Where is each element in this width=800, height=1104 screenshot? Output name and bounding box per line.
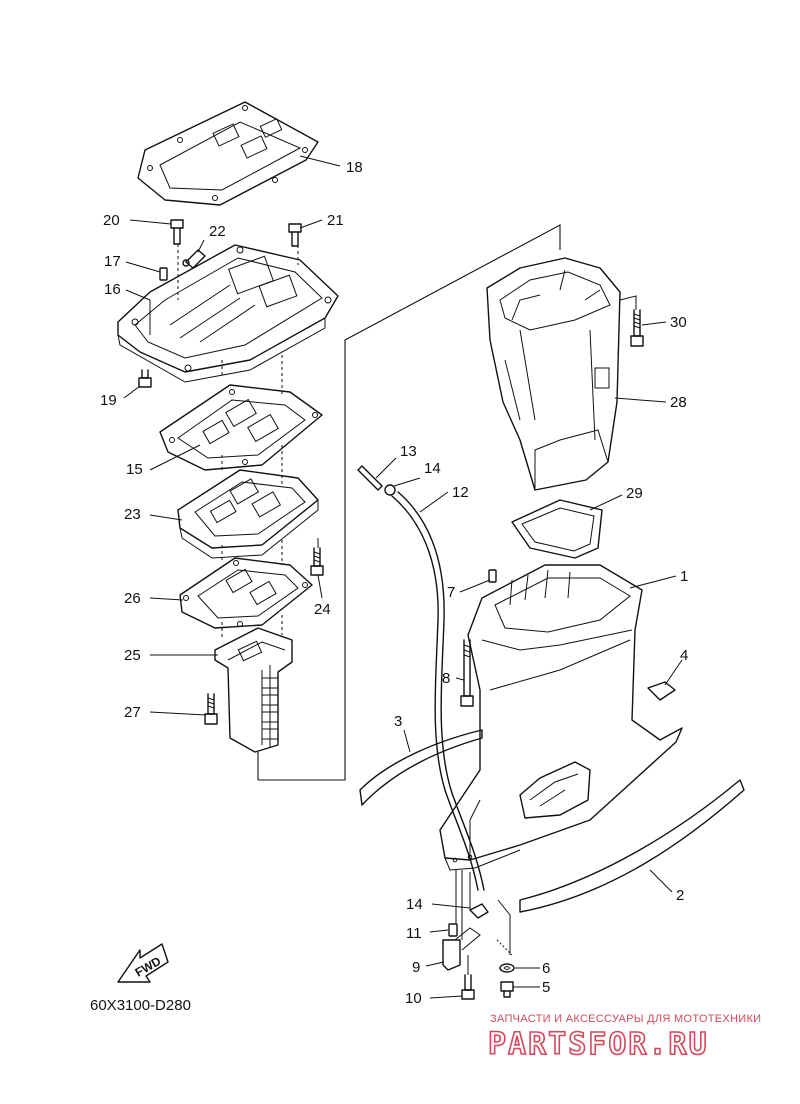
part-25-muffler[interactable] xyxy=(214,627,293,753)
callout-4: 4 xyxy=(680,647,688,664)
part-1-lower-casing[interactable] xyxy=(439,564,683,871)
part-6-washer[interactable] xyxy=(499,963,515,973)
callout-2: 2 xyxy=(676,887,684,904)
callout-3: 3 xyxy=(394,713,402,730)
callout-27: 27 xyxy=(124,704,141,721)
part-27-bolt[interactable] xyxy=(204,693,218,725)
callout-22: 22 xyxy=(209,223,226,240)
callout-11: 11 xyxy=(406,925,422,942)
callout-30: 30 xyxy=(670,314,687,331)
assembly-guide-lines xyxy=(177,224,637,975)
leader-lines xyxy=(123,155,683,999)
fwd-label: FWD xyxy=(133,954,164,980)
part-21-bolt[interactable] xyxy=(288,223,302,247)
fwd-arrow-icon: FWD xyxy=(117,943,169,983)
callout-28: 28 xyxy=(670,394,687,411)
callout-16: 16 xyxy=(104,281,121,298)
part-22-fitting[interactable] xyxy=(182,249,206,269)
part-13-water-joint[interactable] xyxy=(357,465,383,491)
callout-25: 25 xyxy=(124,647,141,664)
callout-23: 23 xyxy=(124,506,141,523)
diagram-code: 60X3100-D280 xyxy=(90,997,191,1014)
part-4-grommet[interactable] xyxy=(647,681,676,701)
part-16-exhaust-guide[interactable] xyxy=(117,244,339,383)
part-14-clip-upper[interactable] xyxy=(384,484,396,496)
part-19-bolt[interactable] xyxy=(138,369,152,388)
callout-9: 9 xyxy=(412,959,420,976)
part-5-screw[interactable] xyxy=(500,981,514,998)
part-24-bolt[interactable] xyxy=(310,547,324,576)
callout-8: 8 xyxy=(442,670,450,687)
part-29-seal[interactable] xyxy=(511,499,603,559)
callout-18: 18 xyxy=(346,159,363,176)
callout-17: 17 xyxy=(104,253,121,270)
part-7-dowel-pin[interactable] xyxy=(488,569,497,583)
callout-7: 7 xyxy=(447,584,455,601)
callout-15: 15 xyxy=(126,461,143,478)
watermark-tagline: ЗАПЧАСТИ И АКСЕССУАРЫ ДЛЯ МОТОТЕХНИКИ xyxy=(490,1013,761,1025)
watermark-brand: PARTSFOR.RU xyxy=(488,1027,709,1062)
part-10-bolt[interactable] xyxy=(461,974,475,1000)
callout-14-upper: 14 xyxy=(424,460,441,477)
part-26-gasket[interactable] xyxy=(179,557,313,629)
callout-19: 19 xyxy=(100,392,117,409)
callout-21: 21 xyxy=(327,212,344,229)
callout-10: 10 xyxy=(405,990,422,1007)
part-18-gasket[interactable] xyxy=(137,101,319,206)
callout-6: 6 xyxy=(542,960,550,977)
callout-labels: 18 20 22 21 17 16 19 15 23 26 24 25 27 3… xyxy=(100,159,688,1007)
part-12-water-tube[interactable] xyxy=(391,491,485,891)
callout-5: 5 xyxy=(542,979,550,996)
part-14-clip-lower[interactable] xyxy=(469,903,489,919)
part-11-pin[interactable] xyxy=(448,923,458,937)
callout-24: 24 xyxy=(314,601,331,618)
part-17-dowel-pin[interactable] xyxy=(159,267,168,281)
part-23-mounting-plate[interactable] xyxy=(177,469,319,559)
watermark: ЗАПЧАСТИ И АКСЕССУАРЫ ДЛЯ МОТОТЕХНИКИ PA… xyxy=(487,1013,761,1063)
part-15-gasket[interactable] xyxy=(159,384,323,471)
callout-14-lower: 14 xyxy=(406,896,423,913)
callout-13: 13 xyxy=(400,443,417,460)
part-8-bolt[interactable] xyxy=(460,639,474,707)
callout-26: 26 xyxy=(124,590,141,607)
part-2-rubber-seal[interactable] xyxy=(519,779,745,913)
callout-12: 12 xyxy=(452,484,469,501)
part-20-bolt[interactable] xyxy=(170,219,184,245)
part-3-rubber-seal[interactable] xyxy=(359,729,483,806)
part-30-bolt[interactable] xyxy=(630,309,644,347)
callout-20: 20 xyxy=(103,212,120,229)
part-28-upper-casing[interactable] xyxy=(486,257,621,491)
callout-1: 1 xyxy=(680,568,688,585)
callout-29: 29 xyxy=(626,485,643,502)
